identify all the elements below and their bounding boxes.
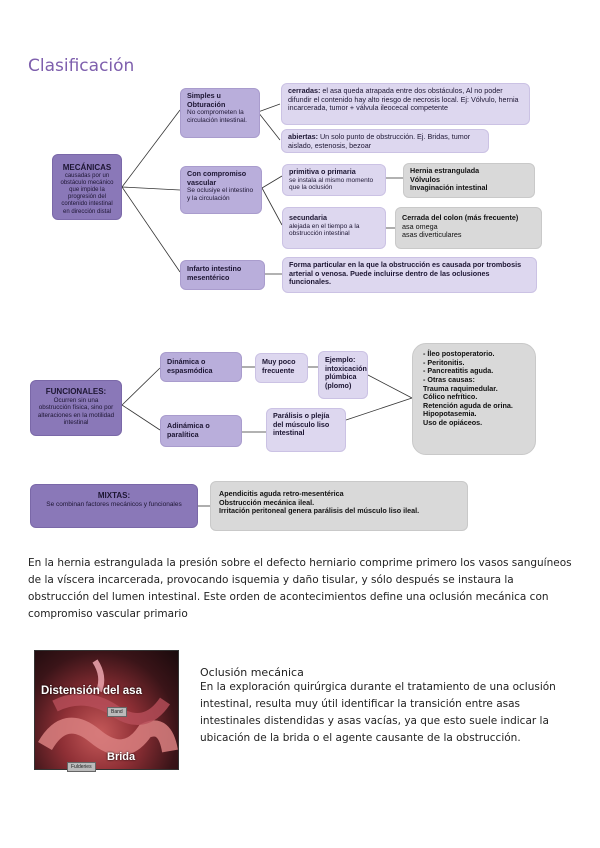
primitiva-ejemplo-3: Invaginación intestinal	[410, 183, 488, 193]
causas-box: - Íleo postoperatorio. - Peritonitis. - …	[412, 343, 536, 455]
intestine-photo: Distensión del asa Band Brida Fulderies	[34, 650, 179, 772]
caption-title: Oclusión mecánica	[200, 666, 304, 679]
page-title: Clasificación	[28, 56, 135, 76]
secundaria-desc: alejada en el tiempo a la obstrucción in…	[289, 222, 360, 238]
mixtas-item-3: Irritación peritoneal genera parálisis d…	[219, 506, 420, 516]
abiertas-box: abiertas: Un solo punto de obstrucción. …	[281, 129, 489, 153]
adinamica-box: Adinámica o paralítica	[160, 415, 242, 447]
causa-6: Cólico nefrítico.	[423, 392, 478, 402]
primitiva-label: primitiva o primaria	[289, 167, 356, 176]
mixtas-items-box: Apendicitis aguda retro-mesentérica Obst…	[210, 481, 468, 531]
cerradas-desc: el asa queda atrapada entre dos obstácul…	[288, 86, 519, 113]
mecanicas-label: MECÁNICAS	[62, 163, 112, 172]
simples-label: Simples u Obturación	[187, 91, 226, 109]
mixtas-desc: Se combinan factores mecánicos y funcion…	[46, 500, 182, 508]
funcionales-box: FUNCIONALES: Ocurren sin una obstrucción…	[30, 380, 122, 436]
image-label-top: Distensión del asa	[41, 685, 142, 697]
image-caption: Oclusión mecánica En la exploración quir…	[200, 666, 560, 747]
vascular-label: Con compromiso vascular	[187, 169, 247, 187]
image-label-bottom: Brida	[107, 751, 136, 763]
secundaria-ejemplo-1: Cerrada del colon (más frecuente)	[402, 213, 519, 222]
causa-5: Trauma raquimedular.	[423, 383, 498, 393]
mixtas-box: MIXTAS: Se combinan factores mecánicos y…	[30, 484, 198, 528]
primitiva-ejemplo-2: Vólvulos	[410, 174, 440, 184]
causa-8: Hipopotasemia.	[423, 409, 477, 419]
mecanicas-box: MECÁNICAS causadas por un obstáculo mecá…	[52, 154, 122, 220]
infarto-desc-box: Forma particular en la que la obstrucció…	[282, 257, 537, 293]
secundaria-ejemplo-3: asas diverticulares	[402, 230, 462, 240]
caption-text: En la exploración quirúrgica durante el …	[200, 681, 556, 744]
poco-frecuente-box: Muy poco frecuente	[255, 353, 308, 383]
paralisis-box: Parálisis o plejía del músculo liso inte…	[266, 408, 346, 452]
dinamica-label: Dinámica o espasmódica	[167, 357, 213, 375]
simples-box: Simples u Obturación No comprometen la c…	[180, 88, 260, 138]
poco-frecuente-label: Muy poco frecuente	[262, 357, 296, 375]
image-tag-top: Band	[107, 707, 127, 717]
secundaria-ejemplos-box: Cerrada del colon (más frecuente) asa om…	[395, 207, 542, 249]
causa-7: Retención aguda de orina.	[423, 400, 513, 410]
primitiva-desc: se instala al mismo momento que la oclus…	[289, 176, 374, 192]
mecanicas-desc: causadas por un obstáculo mecánico que i…	[60, 172, 114, 215]
causa-4: - Otras causas:	[423, 374, 475, 384]
adinamica-label: Adinámica o paralítica	[167, 421, 210, 439]
ejemplo-box: Ejemplo: intoxicación plúmbica (plomo)	[318, 351, 368, 399]
primitiva-ejemplo-1: Hernia estrangulada	[410, 166, 480, 175]
infarto-box: Infarto intestino mesentérico	[180, 260, 265, 290]
body-paragraph: En la hernia estrangulada la presión sob…	[28, 557, 572, 620]
vascular-desc: Se oclusiye el intestino y la circulació…	[187, 187, 254, 203]
abiertas-label: abiertas:	[288, 132, 318, 141]
causa-2: - Peritonitis.	[423, 357, 465, 367]
vascular-box: Con compromiso vascular Se oclusiye el i…	[180, 166, 262, 214]
funcionales-label: FUNCIONALES:	[45, 387, 107, 396]
cerradas-box: cerradas: el asa queda atrapada entre do…	[281, 83, 530, 125]
funcionales-desc: Ocurren sin una obstrucción física, sino…	[37, 396, 115, 427]
causa-9: Uso de opiáceos.	[423, 418, 483, 428]
mixtas-item-2: Obstrucción mecánica ileal.	[219, 497, 315, 507]
secundaria-label: secundaria	[289, 213, 327, 222]
secundaria-ejemplo-2: asa omega	[402, 221, 438, 231]
ejemplo-label: Ejemplo: intoxicación plúmbica (plomo)	[325, 355, 367, 390]
paralisis-label: Parálisis o plejía del músculo liso inte…	[273, 411, 330, 438]
secundaria-box: secundaria alejada en el tiempo a la obs…	[282, 207, 386, 249]
simples-desc: No comprometen la circulación intestinal…	[187, 109, 247, 125]
dinamica-box: Dinámica o espasmódica	[160, 352, 242, 382]
infarto-label: Infarto intestino mesentérico	[187, 264, 242, 282]
primitiva-ejemplos-box: Hernia estrangulada Vólvulos Invaginació…	[403, 163, 535, 198]
causa-1: - Íleo postoperatorio.	[423, 349, 495, 358]
image-tag-bottom: Fulderies	[67, 762, 96, 772]
infarto-desc: Forma particular en la que la obstrucció…	[289, 260, 522, 287]
mixtas-label: MIXTAS:	[97, 491, 131, 500]
cerradas-label: cerradas:	[288, 86, 321, 95]
abiertas-desc: Un solo punto de obstrucción. Ej. Bridas…	[288, 132, 471, 150]
mixtas-item-1: Apendicitis aguda retro-mesentérica	[219, 489, 344, 498]
causa-3: - Pancreatitis aguda.	[423, 366, 494, 376]
primitiva-box: primitiva o primaria se instala al mismo…	[282, 164, 386, 196]
